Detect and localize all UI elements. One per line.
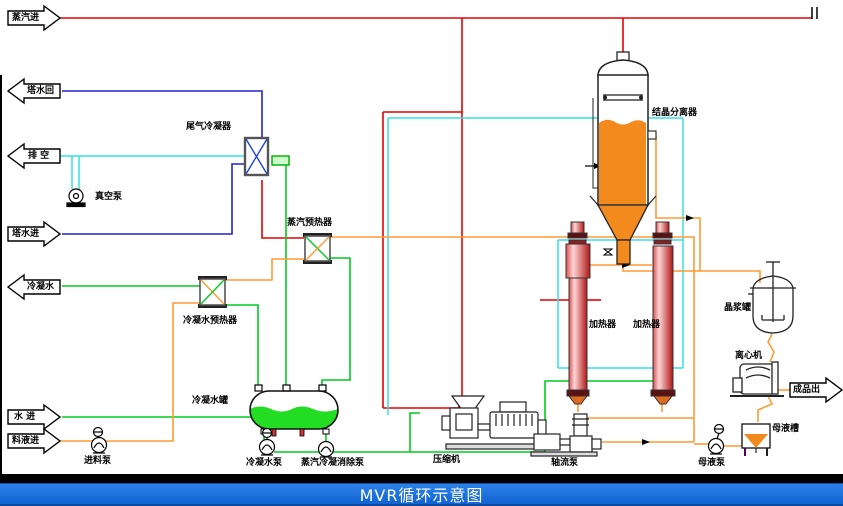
label-tail-gas-condenser: 尾气冷凝器 — [186, 122, 232, 132]
io-arrow-water-in — [7, 403, 62, 431]
heater-left-symbol — [565, 221, 591, 405]
io-arrow-vent — [6, 142, 61, 170]
io-arrow-condensate-out — [6, 273, 61, 301]
label-steam-in: 蒸汽进 — [12, 13, 40, 23]
compressor-symbol — [441, 395, 547, 450]
label-heater-right: 加热器 — [633, 320, 661, 330]
vacuum-pump-symbol — [66, 188, 86, 208]
label-condensate-preheater: 冷凝水预热器 — [183, 316, 238, 326]
steam-line-end-tick — [811, 7, 818, 19]
condensate-pump-symbol — [258, 427, 276, 456]
io-arrow-feed-in — [7, 427, 62, 455]
slurry-tank-symbol — [748, 261, 796, 334]
heater-right-symbol — [650, 221, 676, 405]
condensate-preheater-symbol — [198, 276, 227, 308]
mother-liquor-pump-symbol — [707, 423, 725, 455]
title-banner: MVR循环示意图 — [0, 483, 843, 506]
steam-preheater-symbol — [303, 233, 332, 264]
label-axial-flow-pump: 轴流泵 — [551, 458, 579, 468]
mother-liquor-tank-symbol — [741, 423, 771, 456]
io-arrow-tower-water-return — [6, 77, 61, 105]
label-tower-water-return: 塔水回 — [27, 86, 55, 96]
left-edge-border — [0, 75, 2, 482]
label-feed-in: 料液进 — [12, 436, 40, 446]
label-centrifuge: 离心机 — [735, 351, 763, 361]
diagram-title: MVR循环示意图 — [359, 486, 484, 505]
label-condensate-tank: 冷凝水罐 — [192, 396, 229, 406]
label-compressor: 压缩机 — [433, 455, 461, 465]
label-condensate-out: 冷凝水 — [27, 282, 55, 292]
label-condensate-pump: 冷凝水泵 — [246, 458, 283, 468]
feed-pump-symbol — [90, 426, 108, 454]
tail-gas-condenser-symbol — [243, 136, 290, 177]
label-water-in: 水 进 — [14, 412, 36, 422]
label-mother-liquor-pump: 母液泵 — [698, 458, 726, 468]
feed-product-lines-orange — [60, 135, 790, 447]
label-tower-water-in: 塔水进 — [12, 229, 40, 239]
label-mother-liquor-tank: 母液槽 — [772, 424, 800, 434]
io-arrow-outlines — [6, 4, 843, 455]
steam-condensate-removal-pump-symbol — [317, 440, 335, 458]
label-heater-left: 加热器 — [589, 320, 617, 330]
label-product-out: 成品出 — [793, 385, 821, 395]
centrifuge-symbol — [730, 361, 784, 397]
condensate-tank-symbol — [249, 384, 339, 437]
bottom-black-strip — [0, 474, 843, 483]
label-vent: 排 空 — [28, 151, 50, 161]
io-arrow-product-out — [789, 376, 843, 404]
piping-and-equipment-svg — [6, 4, 843, 458]
label-crystal-separator: 结晶分离器 — [652, 108, 698, 118]
tower-water-lines-blue — [62, 90, 263, 235]
axial-flow-pump-symbol — [530, 413, 602, 457]
label-slurry-tank: 晶浆罐 — [724, 303, 752, 313]
io-arrow-steam-in — [7, 4, 62, 32]
label-steam-condensate-removal-pump: 蒸汽冷凝消除泵 — [301, 458, 365, 468]
crystal-separator-symbol — [589, 51, 657, 265]
label-steam-preheater: 蒸汽预热器 — [287, 218, 333, 228]
steam-lines-red — [58, 17, 812, 409]
io-arrow-tower-water-in — [7, 220, 62, 248]
label-feed-pump: 进料泵 — [84, 456, 112, 466]
label-vacuum-pump: 真空泵 — [95, 192, 123, 202]
